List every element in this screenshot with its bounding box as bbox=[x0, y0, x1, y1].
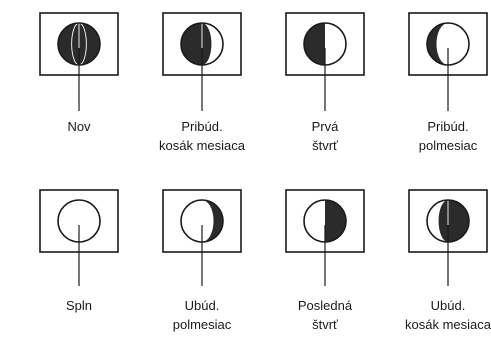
moon-shadow bbox=[304, 23, 325, 65]
moon-shadow bbox=[325, 200, 346, 242]
moon-phase-waning-crescent: Ubúd. kosák mesiaca bbox=[405, 189, 491, 332]
phase-label: štvrť bbox=[312, 317, 338, 332]
moon-phase-full: Spln bbox=[39, 189, 119, 313]
moon-phase-waning-half: Ubúd. polmesiac bbox=[162, 189, 242, 332]
moon-shadow bbox=[438, 200, 469, 242]
moon-phase-waxing-crescent: Pribúd. kosák mesiaca bbox=[159, 12, 246, 153]
phase-label: kosák mesiaca bbox=[159, 138, 246, 153]
moon-shadow bbox=[427, 23, 448, 65]
moon-shadow bbox=[202, 200, 223, 242]
phase-label: Spln bbox=[66, 298, 92, 313]
moon-phase-first-quarter: Prvá štvrť bbox=[285, 12, 365, 153]
phase-label: Prvá bbox=[312, 119, 340, 134]
phase-label: Ubúd. bbox=[431, 298, 466, 313]
phase-label: Pribúd. bbox=[181, 119, 222, 134]
phase-label: Pribúd. bbox=[427, 119, 468, 134]
phase-label: štvrť bbox=[312, 138, 338, 153]
phase-label: Nov bbox=[67, 119, 91, 134]
moon-shadow bbox=[181, 23, 212, 65]
phase-label: kosák mesiaca bbox=[405, 317, 491, 332]
moon-phase-new: Nov bbox=[39, 12, 119, 134]
phase-label: polmesiac bbox=[419, 138, 478, 153]
phase-label: Posledná bbox=[298, 298, 353, 313]
moon-phase-waxing-half: Pribúd. polmesiac bbox=[408, 12, 488, 153]
moon-phase-last-quarter: Posledná štvrť bbox=[285, 189, 365, 332]
phase-label: polmesiac bbox=[173, 317, 232, 332]
phase-label: Ubúd. bbox=[185, 298, 220, 313]
